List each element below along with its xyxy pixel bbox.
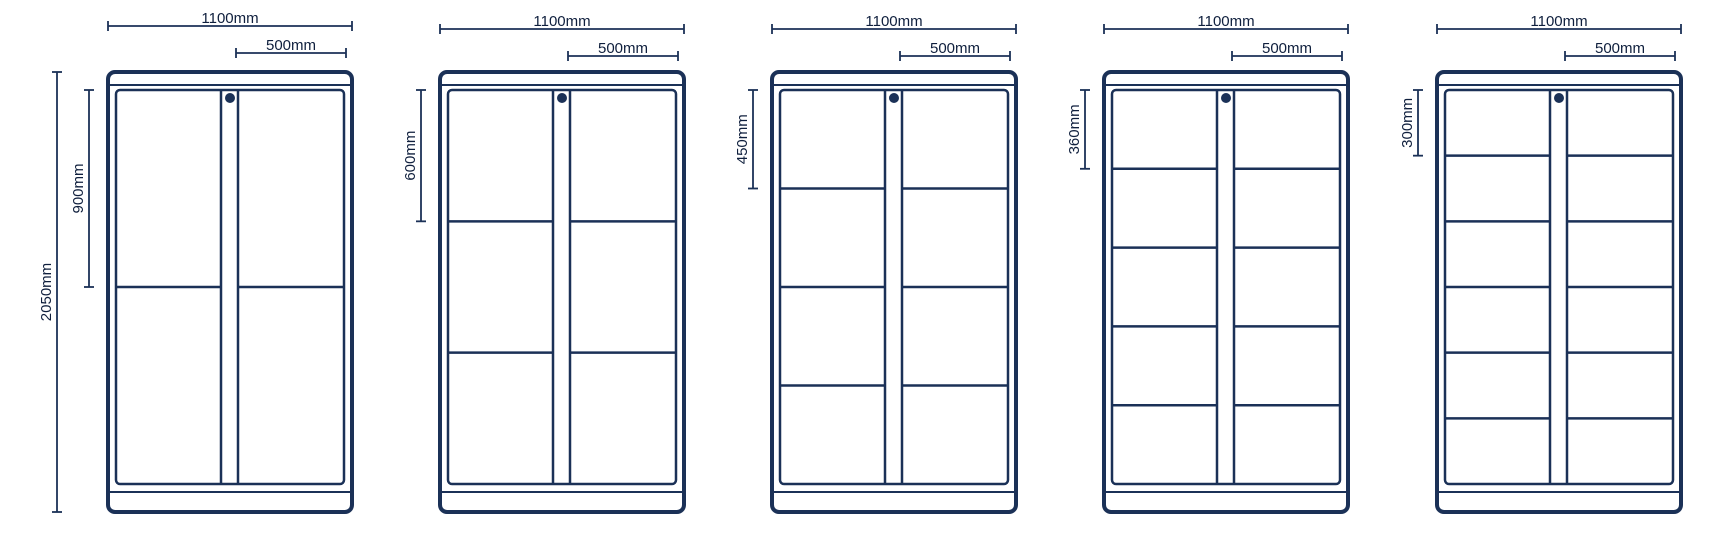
total-height-label: 2050mm — [38, 263, 55, 321]
locker-3-door: 1100mm 500mm 600mm — [402, 13, 686, 514]
cabinet-outline — [1102, 70, 1350, 514]
lock-icon — [225, 93, 235, 103]
width-label: 1100mm — [533, 13, 590, 30]
width-label: 1100mm — [1197, 13, 1254, 30]
lock-icon — [557, 93, 567, 103]
door-height-label: 450mm — [734, 114, 751, 164]
lock-icon — [889, 93, 899, 103]
door-frame — [446, 88, 678, 486]
width-label: 1100mm — [201, 10, 258, 27]
door-height-label: 900mm — [70, 163, 87, 213]
locker-6-door: 1100mm 500mm 300mm — [1399, 13, 1683, 514]
locker-5-door: 1100mm 500mm 360mm — [1066, 13, 1350, 514]
locker-2-door: 1100mm 500mm 900mm 2050mm — [38, 10, 354, 514]
door-height-label: 600mm — [402, 131, 419, 181]
cabinet-outline — [770, 70, 1018, 514]
door-width-label: 500mm — [598, 40, 648, 57]
door-height-label: 360mm — [1066, 104, 1083, 154]
door-width-label: 500mm — [266, 37, 316, 54]
door-height-label: 300mm — [1399, 98, 1416, 148]
door-frame — [1110, 88, 1342, 486]
cabinet-outline — [438, 70, 686, 514]
width-label: 1100mm — [865, 13, 922, 30]
cabinet-outline — [1435, 70, 1683, 514]
cabinet-outline — [106, 70, 354, 514]
lock-icon — [1221, 93, 1231, 103]
locker-4-door: 1100mm 500mm 450mm — [734, 13, 1018, 514]
door-width-label: 500mm — [930, 40, 980, 57]
lock-icon — [1554, 93, 1564, 103]
door-width-label: 500mm — [1262, 40, 1312, 57]
width-label: 1100mm — [1530, 13, 1587, 30]
door-width-label: 500mm — [1595, 40, 1645, 57]
